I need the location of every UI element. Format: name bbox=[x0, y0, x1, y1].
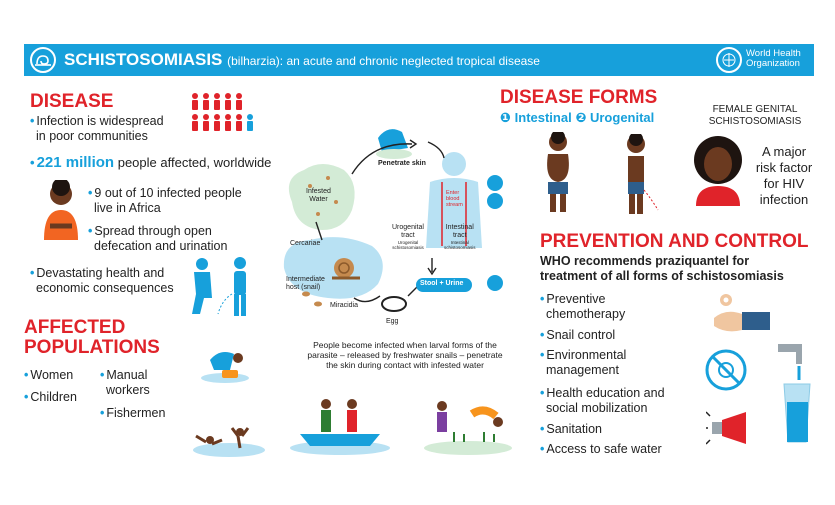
cycle-egg: Egg bbox=[386, 318, 399, 325]
life-cycle-diagram bbox=[282, 118, 514, 339]
cycle-stool-urine: Stool + Urine bbox=[420, 280, 464, 287]
toilet-icon bbox=[486, 274, 504, 292]
prevention-health-education: •Health education and social mobilizatio… bbox=[540, 386, 665, 415]
children-swimming-icon bbox=[192, 418, 266, 463]
disease-item-africa: •9 out of 10 infected people live in Afr… bbox=[88, 186, 242, 215]
disease-item-consequences: •Devastating health and economic consequ… bbox=[30, 266, 174, 295]
affected-fishermen: •Fishermen bbox=[100, 406, 166, 420]
kidney-icon bbox=[486, 174, 504, 192]
cycle-caption: People become infected when larval forms… bbox=[307, 340, 503, 370]
fgs-label: FEMALE GENITAL SCHISTOSOMIASIS bbox=[708, 104, 802, 127]
open-defecation-icon bbox=[186, 256, 258, 327]
megaphone-icon bbox=[704, 410, 756, 455]
disease-title: DISEASE bbox=[30, 91, 114, 112]
medicine-hand-icon bbox=[712, 290, 770, 343]
disease-forms-types: ❶ Intestinal ❷ Urogenital bbox=[500, 110, 655, 125]
affected-women: •Women bbox=[24, 368, 74, 382]
praziquantel-recommendation: WHO recommends praziquantel for treatmen… bbox=[540, 254, 784, 283]
woman-washing-icon bbox=[200, 340, 250, 389]
affected-children: •Children bbox=[24, 390, 77, 404]
hiv-risk-text: A major risk factor for HIV infection bbox=[755, 144, 813, 207]
prevention-title: PREVENTION AND CONTROL bbox=[540, 231, 809, 252]
water-tap-icon bbox=[768, 340, 814, 449]
intestinal-boy-icon bbox=[540, 130, 576, 219]
no-snail-icon bbox=[704, 348, 748, 397]
disease-forms-title: DISEASE FORMS bbox=[500, 87, 658, 108]
woman-portrait-icon bbox=[690, 134, 746, 211]
disease-item-widespread: •Infection is widespread in poor communi… bbox=[30, 114, 164, 143]
disease-item-spread: •Spread through open defecation and urin… bbox=[88, 224, 228, 253]
intestine-icon bbox=[486, 192, 504, 210]
cycle-cercariae: Cercariae bbox=[290, 240, 321, 247]
prevention-snail-control: •Snail control bbox=[540, 328, 616, 342]
prevention-chemotherapy: •Preventive chemotherapy bbox=[540, 292, 626, 321]
who-logo-text: World Health Organization bbox=[746, 48, 801, 69]
prevention-sanitation: •Sanitation bbox=[540, 422, 602, 436]
who-emblem-icon bbox=[716, 47, 742, 73]
cycle-miracidia: Miracidia bbox=[330, 302, 359, 309]
prevention-environmental: •Environmental management bbox=[540, 348, 627, 377]
disease-item-stat: •221 million people affected, worldwide bbox=[30, 154, 272, 171]
farm-workers-icon bbox=[424, 396, 512, 461]
urogenital-boy-icon bbox=[620, 132, 660, 221]
affected-title: AFFECTED POPULATIONS bbox=[24, 317, 160, 358]
fishermen-boat-icon bbox=[290, 394, 390, 461]
snail-logo-icon bbox=[30, 47, 56, 73]
cycle-penetrate-skin: Penetrate skin bbox=[378, 160, 426, 167]
page-title: SCHISTOSOMIASIS (bilharzia): an acute an… bbox=[64, 50, 540, 69]
header-banner bbox=[24, 44, 814, 76]
affected-manual-workers: •Manual workers bbox=[100, 368, 150, 397]
people-grid-icon bbox=[190, 92, 262, 139]
prevention-safe-water: •Access to safe water bbox=[540, 442, 662, 456]
child-illustration-icon bbox=[36, 178, 86, 247]
